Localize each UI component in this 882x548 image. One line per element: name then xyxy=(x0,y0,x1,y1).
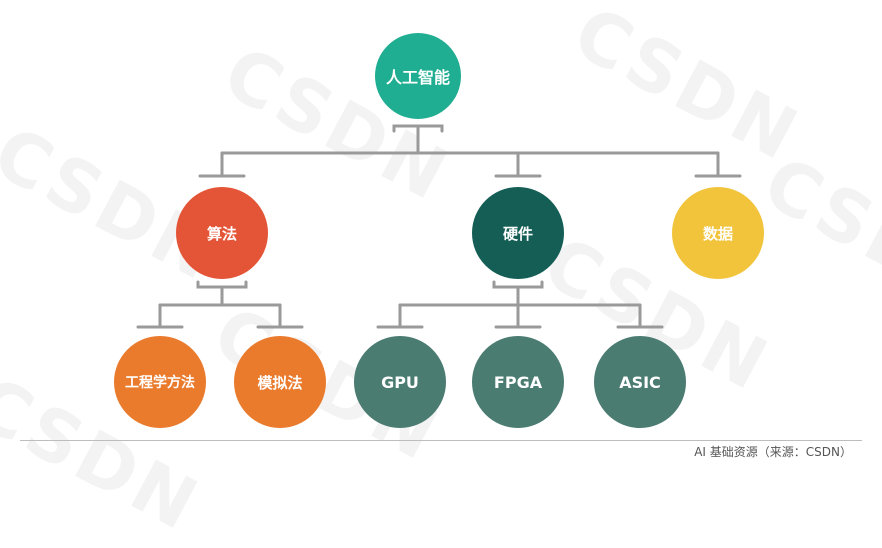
node-asic: ASIC xyxy=(594,336,686,428)
node-algorithm-label: 算法 xyxy=(206,224,237,243)
node-simulation: 模拟法 xyxy=(234,336,326,428)
node-simulation-label: 模拟法 xyxy=(257,373,303,392)
node-fpga-label: FPGA xyxy=(493,372,543,392)
node-gpu-label: GPU xyxy=(381,372,419,392)
node-asic-label: ASIC xyxy=(619,372,661,392)
node-hardware-label: 硬件 xyxy=(502,224,533,243)
node-gpu: GPU xyxy=(354,336,446,428)
tree-connectors xyxy=(136,124,742,329)
source-caption: AI 基础资源（来源：CSDN） xyxy=(694,445,852,459)
node-fpga: FPGA xyxy=(472,336,564,428)
node-engineering: 工程学方法 xyxy=(114,336,206,428)
node-engineering-label: 工程学方法 xyxy=(125,375,195,391)
node-ai: 人工智能 xyxy=(375,33,461,119)
node-algorithm: 算法 xyxy=(176,187,268,279)
node-hardware: 硬件 xyxy=(472,187,564,279)
node-data-label: 数据 xyxy=(702,224,733,243)
footer-divider xyxy=(20,440,862,441)
node-data: 数据 xyxy=(672,187,764,279)
node-ai-label: 人工智能 xyxy=(385,68,450,87)
